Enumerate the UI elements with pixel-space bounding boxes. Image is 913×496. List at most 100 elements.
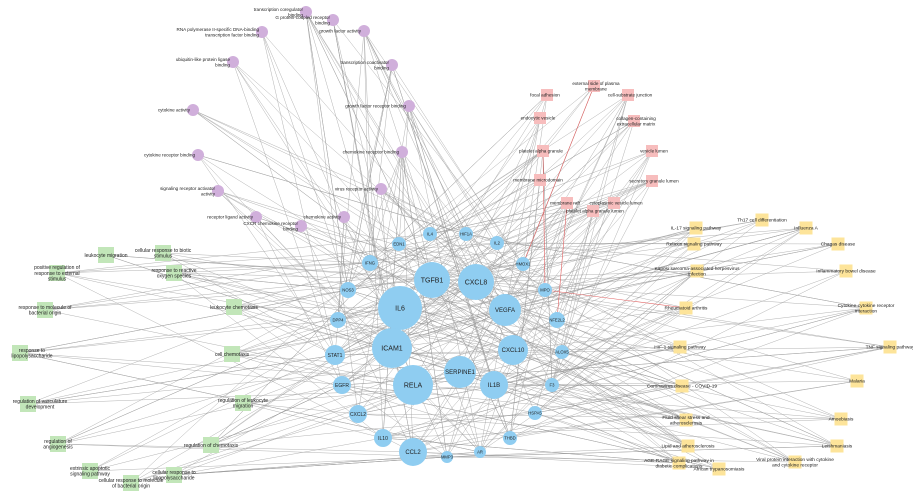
cc-node[interactable]: vesicle lumen <box>640 145 668 157</box>
gene-node[interactable]: AR <box>474 446 486 458</box>
network-edge <box>233 306 461 373</box>
gene-node[interactable]: MPO <box>538 283 552 297</box>
gene-node[interactable]: MMP3 <box>441 451 454 463</box>
cc-node[interactable]: endocytic vesicle <box>521 112 556 124</box>
gene-node[interactable]: STAT1 <box>325 345 345 365</box>
kegg-node[interactable]: HIF-1 signaling pathway <box>654 340 706 354</box>
gene-node[interactable]: NFE2L2 <box>549 312 565 328</box>
kegg-node-label: Th17 cell differentiation <box>737 218 787 224</box>
gene-node[interactable]: HIF1A <box>459 227 473 241</box>
kegg-node[interactable]: Malaria <box>849 374 865 388</box>
kegg-node[interactable]: Chagas disease <box>821 237 856 251</box>
kegg-node[interactable]: Th17 cell differentiation <box>737 213 787 227</box>
cc-node[interactable]: cell-substrate junction <box>608 89 653 101</box>
gene-node[interactable]: IL10 <box>374 429 392 447</box>
bp-node[interactable]: leukocyte chemotaxis <box>210 299 258 315</box>
cc-node[interactable]: focal adhesion <box>530 89 560 101</box>
cc-node[interactable]: platelet alpha granule <box>519 145 563 157</box>
gene-node[interactable]: CCL2 <box>399 438 427 466</box>
bp-node[interactable]: cell chemotaxis <box>215 346 250 362</box>
mf-node[interactable]: growth factor receptor binding <box>345 100 415 112</box>
gene-node[interactable]: CXCL10 <box>498 335 528 365</box>
gene-node-shape <box>555 345 569 359</box>
network-edge <box>465 233 796 463</box>
kegg-node-label: African trypanosomiasis <box>694 467 746 473</box>
gene-node[interactable]: HMOX1 <box>516 257 532 271</box>
mf-node[interactable]: chemokine receptor binding <box>343 146 408 158</box>
bp-node[interactable]: regulation of chemotaxis <box>184 437 239 453</box>
gene-node[interactable]: IL2 <box>490 236 504 250</box>
kegg-node[interactable]: Inflammatory bowel disease <box>816 264 876 278</box>
kegg-node-shape <box>689 221 703 235</box>
cc-node[interactable]: cytoplasmic vesicle lumen <box>589 197 643 209</box>
gene-node[interactable]: ICAM1 <box>372 328 412 368</box>
network-edge <box>231 309 506 355</box>
kegg-node[interactable]: Leishmaniasis <box>822 439 853 453</box>
kegg-node[interactable]: Relaxin signaling pathway <box>666 237 722 251</box>
gene-node[interactable]: NOS3 <box>340 282 356 298</box>
mf-node[interactable]: virus receptor activity <box>335 183 387 195</box>
gene-node[interactable]: THBD <box>503 431 517 445</box>
gene-node[interactable]: EDN1 <box>392 237 406 251</box>
cc-node[interactable]: platelet alpha granule lumen <box>566 205 624 217</box>
kegg-node[interactable]: TNF signaling pathway <box>866 340 913 354</box>
gene-node[interactable]: IL4 <box>423 227 437 241</box>
bp-node[interactable]: leukocyte migration <box>84 247 128 263</box>
mf-node[interactable]: receptor ligand activity <box>207 211 262 223</box>
gene-node[interactable]: CXCL2 <box>349 405 367 423</box>
gene-node[interactable]: TGFB1 <box>414 262 450 298</box>
gene-node[interactable]: DPP4 <box>330 312 346 328</box>
kegg-node[interactable]: Rheumatoid arthritis <box>665 301 709 315</box>
kegg-node[interactable]: Amoebiasis <box>829 412 854 426</box>
kegg-node[interactable]: African trypanosomiasis <box>694 462 746 476</box>
gene-node[interactable]: EGFR <box>333 376 351 394</box>
gene-node[interactable]: HSPA5 <box>528 406 542 420</box>
gene-node[interactable]: RELA <box>393 365 433 405</box>
gene-node[interactable]: F3 <box>545 378 559 392</box>
gene-node[interactable]: VEGFA <box>489 294 521 326</box>
mf-node[interactable]: growth factor activity <box>319 25 370 37</box>
gene-node[interactable]: IL1B <box>480 371 508 399</box>
gene-node[interactable]: CXCL8 <box>458 264 494 300</box>
kegg-node[interactable]: Lipid and atherosclerosis <box>661 439 715 453</box>
cc-node[interactable]: membrane raft <box>550 197 581 209</box>
gene-node[interactable]: IL6 <box>378 286 422 330</box>
cc-node[interactable]: secretory granule lumen <box>629 175 679 187</box>
cc-node[interactable]: membrane microdomain <box>513 174 563 186</box>
kegg-node[interactable]: Coronavirus disease - COVID-19 <box>647 379 717 393</box>
cc-node-label: focal adhesion <box>530 93 560 98</box>
mf-node[interactable]: chemokine activity <box>303 211 350 223</box>
mf-node[interactable]: cytokine receptor binding <box>144 149 204 161</box>
kegg-node[interactable]: Influenza A <box>794 221 819 235</box>
mf-node[interactable]: cytokine activity <box>158 104 199 116</box>
kegg-node[interactable]: IL-17 signaling pathway <box>671 221 722 235</box>
gene-node[interactable]: ALOX5 <box>555 345 569 359</box>
gene-node[interactable]: IFNG <box>362 255 378 271</box>
gene-node[interactable]: SERPINE1 <box>444 356 476 388</box>
